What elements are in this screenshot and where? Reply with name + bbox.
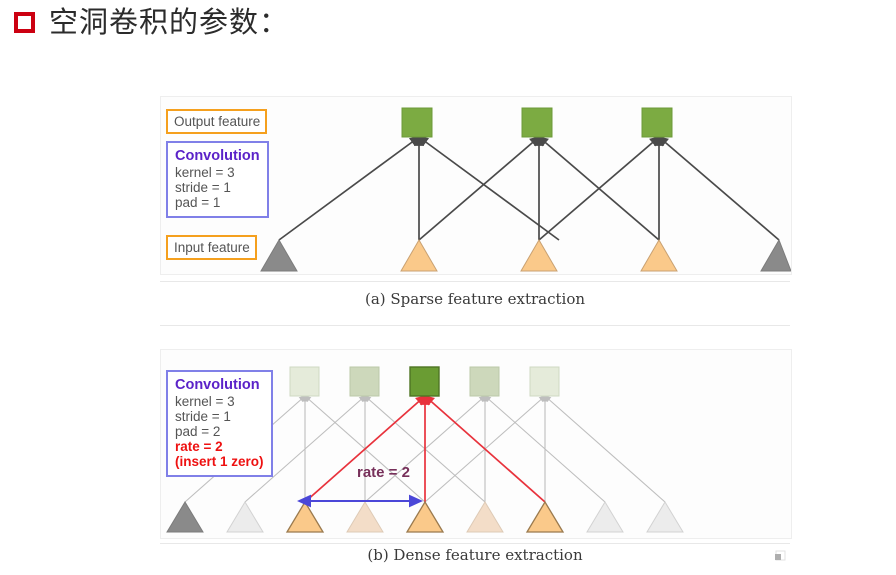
convolution-stride-line: stride = 1	[175, 180, 231, 195]
label-output-feature-text: Output feature	[174, 114, 261, 129]
convolution-pad-line: pad = 2	[175, 424, 221, 439]
convolution-heading: Convolution	[175, 148, 260, 164]
output-node-square	[641, 107, 673, 138]
panel-b-input-node-row	[166, 500, 684, 533]
input-node-triangle	[400, 239, 438, 272]
convolution-note-line: (insert 1 zero)	[175, 454, 264, 469]
input-node-triangle	[226, 501, 264, 533]
input-node-triangle	[346, 501, 384, 533]
input-node-triangle	[466, 501, 504, 533]
input-node-triangle-highlighted	[525, 500, 565, 533]
convolution-kernel-line: kernel = 3	[175, 394, 235, 409]
divider-bottom	[160, 543, 790, 544]
panel-a-output-node-row	[401, 107, 673, 138]
input-node-triangle	[640, 239, 678, 272]
dilated-convolution-figure: Output feature Convolution kernel = 3 st…	[0, 80, 896, 575]
caption-panel-b: (b) Dense feature extraction	[367, 546, 583, 564]
convolution-kernel-line: kernel = 3	[175, 165, 235, 180]
convolution-params-box-b: Convolution kernel = 3 stride = 1 pad = …	[166, 370, 273, 477]
convolution-pad-line: pad = 1	[175, 195, 221, 210]
red-square-bullet-icon	[14, 12, 35, 33]
panel-b-graph	[166, 366, 684, 533]
label-output-feature: Output feature	[166, 109, 268, 134]
divider-top	[160, 281, 790, 282]
output-node-square	[521, 107, 553, 138]
output-node-square	[469, 366, 500, 397]
divider-middle	[160, 325, 790, 326]
highlighted-receptive-field-edges	[304, 394, 546, 503]
label-input-feature: Input feature	[166, 235, 257, 260]
output-node-square	[529, 366, 560, 397]
output-node-square	[349, 366, 380, 397]
input-node-triangle-highlighted	[285, 500, 325, 533]
convolution-params-box-a: Convolution kernel = 3 stride = 1 pad = …	[166, 141, 269, 218]
slide-title-text: 空洞卷积的参数：	[49, 5, 290, 39]
input-node-triangle	[760, 238, 791, 272]
input-node-triangle	[520, 239, 558, 272]
caption-panel-a: (a) Sparse feature extraction	[364, 290, 586, 308]
page-title: 空洞卷积的参数：	[14, 8, 289, 37]
output-node-square	[401, 107, 433, 138]
panel-a-input-node-row	[260, 238, 791, 272]
label-input-feature-text: Input feature	[174, 240, 250, 255]
input-node-triangle	[260, 239, 298, 272]
input-node-triangle	[586, 501, 624, 533]
panel-a-graph	[260, 107, 791, 272]
convolution-stride-line: stride = 1	[175, 409, 231, 424]
rate-annotation-label: rate = 2	[357, 464, 410, 481]
input-node-triangle	[646, 501, 684, 533]
output-node-square-highlighted	[409, 366, 440, 397]
convolution-heading: Convolution	[175, 377, 260, 393]
panel-dense-feature-extraction: rate = 2 Convolution kernel = 3 stride =…	[160, 349, 792, 539]
input-node-triangle-highlighted	[405, 500, 445, 533]
panel-sparse-feature-extraction: Output feature Convolution kernel = 3 st…	[160, 96, 792, 275]
input-node-triangle	[166, 501, 204, 533]
panel-b-output-node-row	[289, 366, 560, 397]
convolution-rate-line: rate = 2	[175, 439, 223, 454]
output-node-square	[289, 366, 320, 397]
cursor-artifact-icon	[775, 550, 786, 561]
